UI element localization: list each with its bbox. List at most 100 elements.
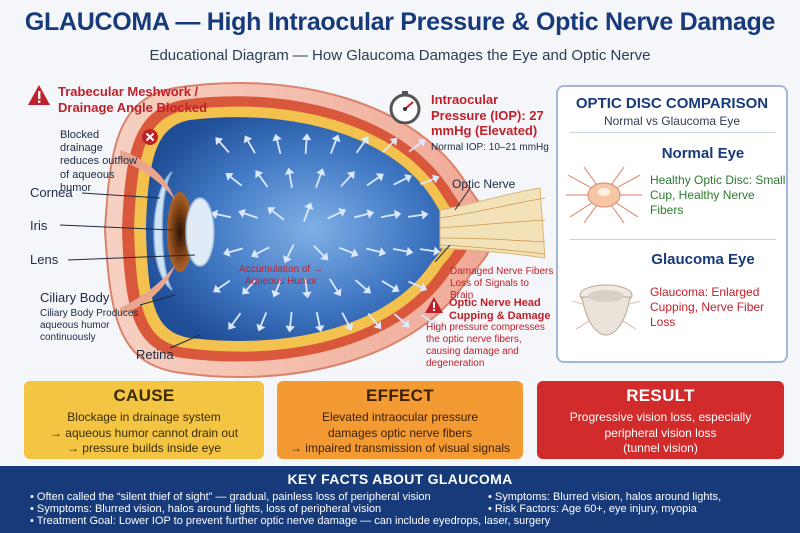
pressure-arrow-head bbox=[284, 167, 295, 175]
pressure-arrow bbox=[367, 312, 379, 326]
blocked-x-icon bbox=[142, 129, 158, 145]
pressure-arrow bbox=[218, 140, 230, 154]
pressure-arrow-head bbox=[271, 289, 281, 298]
pressure-arrow-head bbox=[344, 322, 354, 331]
pressure-arrow bbox=[304, 138, 308, 155]
cupping-desc: High pressure compresses the optic nerve… bbox=[426, 322, 545, 369]
pressure-arrow-head bbox=[316, 168, 326, 177]
effect-box: EFFECT Elevated intraocular pressure dam… bbox=[277, 381, 523, 459]
pressure-arrow-head bbox=[255, 170, 264, 179]
pressure-arrow-head bbox=[242, 286, 251, 295]
pressure-arrow bbox=[341, 312, 350, 327]
warning-triangle-icon bbox=[28, 85, 50, 105]
iris-shape bbox=[167, 192, 193, 272]
pressure-arrow-head bbox=[373, 321, 382, 330]
pressure-arrow bbox=[355, 140, 366, 154]
pressure-arrow bbox=[393, 313, 407, 325]
result-title: RESULT bbox=[626, 386, 695, 405]
damaged-fibers-label: Damaged Nerve Fibers Loss of Signals to … bbox=[450, 266, 554, 301]
trabecular-meshwork-label: Trabecular Meshwork / Drainage Angle Blo… bbox=[58, 84, 208, 115]
pressure-arrow-head bbox=[394, 209, 402, 220]
glaucoma-eye-desc: Glaucoma: Enlarged Cupping, Nerve Fiber … bbox=[650, 285, 765, 329]
page-title: GLAUCOMA — High Intraocular Pressure & O… bbox=[24, 8, 776, 36]
glaucoma-eye-title: Glaucoma Eye bbox=[651, 251, 755, 268]
pressure-arrow bbox=[329, 139, 338, 154]
result-line: (tunnel vision) bbox=[623, 441, 698, 456]
pressure-arrow-head bbox=[391, 284, 400, 293]
pressure-arrow-head bbox=[285, 325, 295, 333]
pressure-arrow bbox=[255, 246, 270, 255]
accumulation-label: Accumulation of → Aqueous Humor bbox=[239, 264, 323, 287]
effect-line: Elevated intraocular pressure bbox=[321, 410, 479, 424]
pressure-arrow-head bbox=[419, 282, 428, 292]
pressure-arrow-head bbox=[421, 210, 429, 220]
pressure-arrow-head bbox=[417, 139, 426, 148]
iris-label: Iris bbox=[30, 218, 48, 233]
lens-label: Lens bbox=[30, 252, 59, 267]
result-line: peripheral vision loss bbox=[604, 425, 717, 440]
pressure-arrow-head bbox=[225, 172, 234, 181]
cupping-label: Optic Nerve Head Cupping & Damage bbox=[449, 297, 551, 323]
pressure-arrow bbox=[245, 278, 257, 292]
trabecular-meshwork-desc: Blocked drainage reduces outflow of aque… bbox=[60, 129, 138, 194]
normal-eye-title: Normal Eye bbox=[661, 145, 745, 162]
pressure-arrow-head bbox=[301, 133, 312, 141]
fact-item: • Symptoms: Blurred vision, halos around… bbox=[30, 503, 382, 515]
pressure-arrow bbox=[392, 248, 409, 253]
key-facts-title: KEY FACTS ABOUT GLAUCOMA bbox=[287, 471, 513, 487]
pressure-arrow-head bbox=[283, 255, 292, 263]
cause-line: → pressure builds inside eye bbox=[66, 441, 222, 456]
pressure-arrow-head bbox=[375, 173, 384, 182]
result-line: Progressive vision loss, especially bbox=[569, 410, 752, 424]
pressure-arrow-head bbox=[431, 174, 440, 184]
pressure-arrow-head bbox=[256, 323, 266, 332]
eye-cross-section-illustration bbox=[59, 82, 546, 378]
panel-title: OPTIC DISC COMPARISON bbox=[575, 95, 769, 112]
pressure-gauge-icon bbox=[389, 91, 421, 124]
pressure-arrow bbox=[381, 280, 396, 290]
result-box: RESULT Progressive vision loss, especial… bbox=[537, 381, 784, 459]
pressure-arrow bbox=[382, 141, 395, 153]
cause-line: → aqueous humor cannot drain out bbox=[49, 425, 239, 440]
pressure-arrow bbox=[289, 311, 293, 328]
iop-label: Intraocular Pressure (IOP): 27 mmHg (Ele… bbox=[431, 92, 544, 139]
pressure-arrow-head bbox=[251, 249, 259, 258]
pressure-arrows bbox=[210, 133, 441, 333]
pressure-arrow bbox=[259, 312, 268, 327]
pressure-arrow bbox=[217, 279, 231, 290]
cornea-shape bbox=[153, 171, 173, 291]
pressure-arrow bbox=[216, 213, 232, 219]
pressure-arrow bbox=[408, 141, 422, 153]
pressure-arrow bbox=[419, 248, 436, 253]
pressure-arrow bbox=[354, 279, 368, 291]
cause-title: CAUSE bbox=[113, 386, 175, 405]
cornea-label: Cornea bbox=[30, 185, 73, 200]
pressure-arrow bbox=[288, 172, 293, 189]
pressure-arrow-head bbox=[320, 252, 329, 261]
pressure-arrow-head bbox=[243, 135, 253, 144]
pressure-arrow-head bbox=[406, 246, 414, 257]
pressure-arrow bbox=[380, 213, 397, 218]
pressure-arrow-head bbox=[267, 207, 276, 215]
pressure-arrow bbox=[408, 280, 423, 289]
pressure-arrow bbox=[275, 139, 282, 155]
pressure-arrow-head bbox=[366, 209, 375, 219]
normal-eye-desc: Healthy Optic Disc: Small Cup, Healthy N… bbox=[650, 173, 786, 217]
effect-line: damages optic nerve fibers bbox=[327, 425, 473, 440]
key-facts-banner: KEY FACTS ABOUT GLAUCOMA • Often called … bbox=[0, 466, 800, 533]
pressure-arrow bbox=[407, 213, 424, 218]
fact-item: • Treatment Goal: Lower IOP to prevent f… bbox=[30, 515, 551, 527]
pressure-arrow-head bbox=[404, 174, 412, 183]
pressure-arrow bbox=[315, 311, 321, 327]
pressure-arrow-head bbox=[389, 137, 398, 146]
optic-nerve-label: Optic Nerve bbox=[452, 177, 516, 191]
pressure-arrow bbox=[393, 177, 408, 186]
fact-item: • Symptoms: Blurred vision, halos around… bbox=[488, 491, 722, 503]
pressure-arrow bbox=[274, 278, 283, 293]
pressure-arrow-head bbox=[429, 318, 438, 327]
pressure-arrow bbox=[420, 313, 434, 324]
fact-item: • Risk Factors: Age 60+, eye injury, myo… bbox=[488, 503, 697, 515]
pressure-arrow bbox=[329, 278, 339, 293]
pressure-arrow bbox=[327, 211, 342, 220]
page-subtitle: Educational Diagram — How Glaucoma Damag… bbox=[149, 47, 651, 64]
